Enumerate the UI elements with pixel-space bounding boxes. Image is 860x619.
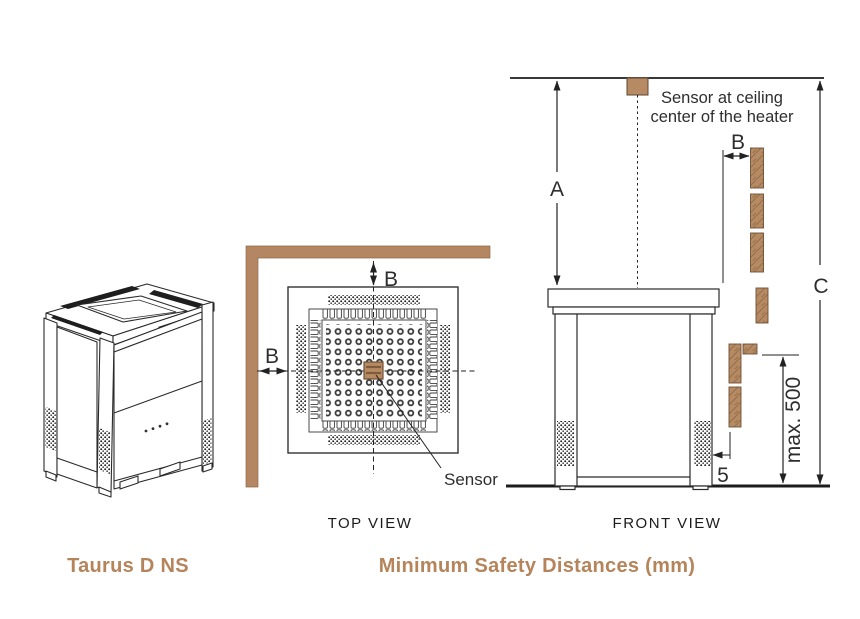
front-grille-left: [557, 421, 574, 466]
wall-boards-upper: [750, 147, 769, 324]
wall-corner-outline: [245, 245, 491, 488]
dim-b-left: B: [259, 345, 287, 375]
sensor-square-top-view: [363, 361, 384, 380]
dim-a: A: [550, 80, 564, 286]
leg-vent-grilles: [45, 407, 212, 474]
sensor-square-front-view: [626, 77, 649, 96]
heater-left-face: [56, 326, 98, 489]
dim-gap-5: 5: [712, 432, 731, 487]
sensor-leader-line: [375, 374, 442, 469]
sensor-note-line2: center of the heater: [650, 108, 794, 126]
front-grille-right: [694, 421, 711, 466]
dim-b-front-label: B: [731, 131, 745, 154]
dim-max-500: max. 500: [762, 354, 805, 484]
heater-cap: [547, 288, 720, 308]
heater-rim-right-face: [112, 302, 215, 346]
top-view: B B Sensor TOP VIEW: [245, 245, 498, 532]
heater-foot-right: [692, 485, 709, 491]
heater-front-elevation: [547, 288, 720, 491]
dim-b-top: B: [370, 262, 398, 291]
heater-body: [554, 313, 713, 487]
dim-max-500-label: max. 500: [782, 377, 805, 463]
heater-front-face-top-seam: [113, 318, 203, 353]
top-view-caption: TOP VIEW: [328, 515, 413, 532]
sensor-label: Sensor: [444, 470, 498, 489]
front-view: Sensor at ceiling center of the heater A…: [506, 77, 830, 532]
dim-c: C: [813, 80, 829, 485]
heater-front-face-bottom-seam: [113, 456, 203, 482]
heater-front-face: [113, 311, 203, 490]
dim-b-front: B: [722, 131, 750, 283]
product-title: Taurus D NS: [67, 555, 189, 577]
dim-c-label: C: [813, 275, 828, 298]
heater-service-panel-seam: [113, 380, 203, 414]
heater-leg-left: [43, 317, 58, 478]
wall-boards-lower: [728, 343, 758, 428]
isometric-heater-drawing: [43, 283, 215, 498]
heater-foot-left: [559, 485, 576, 491]
dim-gap-5-label: 5: [717, 464, 729, 487]
dim-b-top-label: B: [384, 268, 398, 291]
dim-a-label: A: [550, 178, 564, 201]
heater-top-opening-inner: [87, 299, 177, 320]
sensor-note-line1: Sensor at ceiling: [661, 89, 783, 107]
heater-left-face-seam: [56, 457, 98, 473]
heater-feet: [45, 461, 213, 498]
front-view-caption: FRONT VIEW: [613, 515, 722, 532]
service-panel-dots: [144, 422, 169, 433]
page-title: Minimum Safety Distances (mm): [379, 555, 696, 577]
heater-cap-lip: [552, 306, 716, 315]
dim-b-left-label: B: [265, 345, 279, 368]
